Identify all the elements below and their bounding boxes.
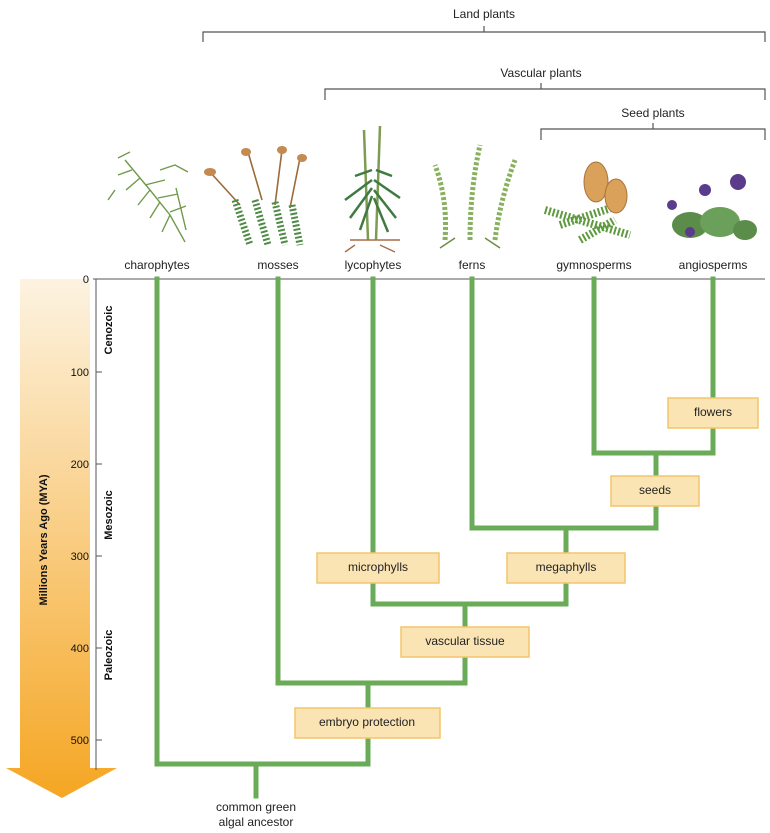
tick-300: 300 xyxy=(71,551,89,563)
tick-400: 400 xyxy=(71,643,89,655)
taxon-angiosperms: angiosperms xyxy=(679,258,748,272)
trait-flowers-label: flowers xyxy=(694,405,732,419)
root-label-line1: common green xyxy=(216,800,296,814)
era-cenozoic: Cenozoic xyxy=(103,306,115,355)
seed-plants-bracket: Seed plants xyxy=(541,106,765,140)
moss-illustration xyxy=(204,146,307,245)
trait-seeds: seeds xyxy=(611,476,699,506)
land-plants-label: Land plants xyxy=(453,7,515,21)
trait-microphylls: microphylls xyxy=(317,553,439,583)
trait-microphylls-label: microphylls xyxy=(348,560,408,574)
fern-illustration xyxy=(435,145,515,248)
trait-vascular-tissue: vascular tissue xyxy=(401,627,529,657)
trait-embryo-protection: embryo protection xyxy=(295,708,440,738)
era-paleozoic: Paleozoic xyxy=(103,630,115,681)
tick-200: 200 xyxy=(71,459,89,471)
angiosperm-illustration xyxy=(667,174,757,240)
land-plants-bracket: Land plants xyxy=(203,7,765,42)
time-axis: Millions Years Ago (MYA) 0 100 200 300 4… xyxy=(6,274,117,798)
trait-vascular-tissue-label: vascular tissue xyxy=(425,634,505,648)
time-arrow xyxy=(6,279,117,798)
taxon-charophytes: charophytes xyxy=(124,258,189,272)
vascular-plants-bracket: Vascular plants xyxy=(325,66,765,100)
root-label-line2: algal ancestor xyxy=(219,815,294,829)
trait-flowers: flowers xyxy=(668,398,758,428)
trait-megaphylls-label: megaphylls xyxy=(536,560,597,574)
axis-title: Millions Years Ago (MYA) xyxy=(38,474,50,605)
charophyte-illustration xyxy=(108,152,188,242)
taxon-gymnosperms: gymnosperms xyxy=(556,258,631,272)
tick-0: 0 xyxy=(83,274,89,286)
tick-500: 500 xyxy=(71,735,89,747)
trait-megaphylls: megaphylls xyxy=(507,553,625,583)
vascular-plants-label: Vascular plants xyxy=(500,66,581,80)
taxon-mosses: mosses xyxy=(257,258,298,272)
gymnosperm-illustration xyxy=(545,162,630,240)
seed-plants-label: Seed plants xyxy=(621,106,684,120)
era-mesozoic: Mesozoic xyxy=(103,490,115,540)
lycophyte-illustration xyxy=(345,126,400,252)
tick-100: 100 xyxy=(71,367,89,379)
taxon-lycophytes: lycophytes xyxy=(345,258,402,272)
node-root xyxy=(157,764,368,796)
trait-seeds-label: seeds xyxy=(639,483,671,497)
taxon-ferns: ferns xyxy=(459,258,486,272)
trait-embryo-protection-label: embryo protection xyxy=(319,715,415,729)
